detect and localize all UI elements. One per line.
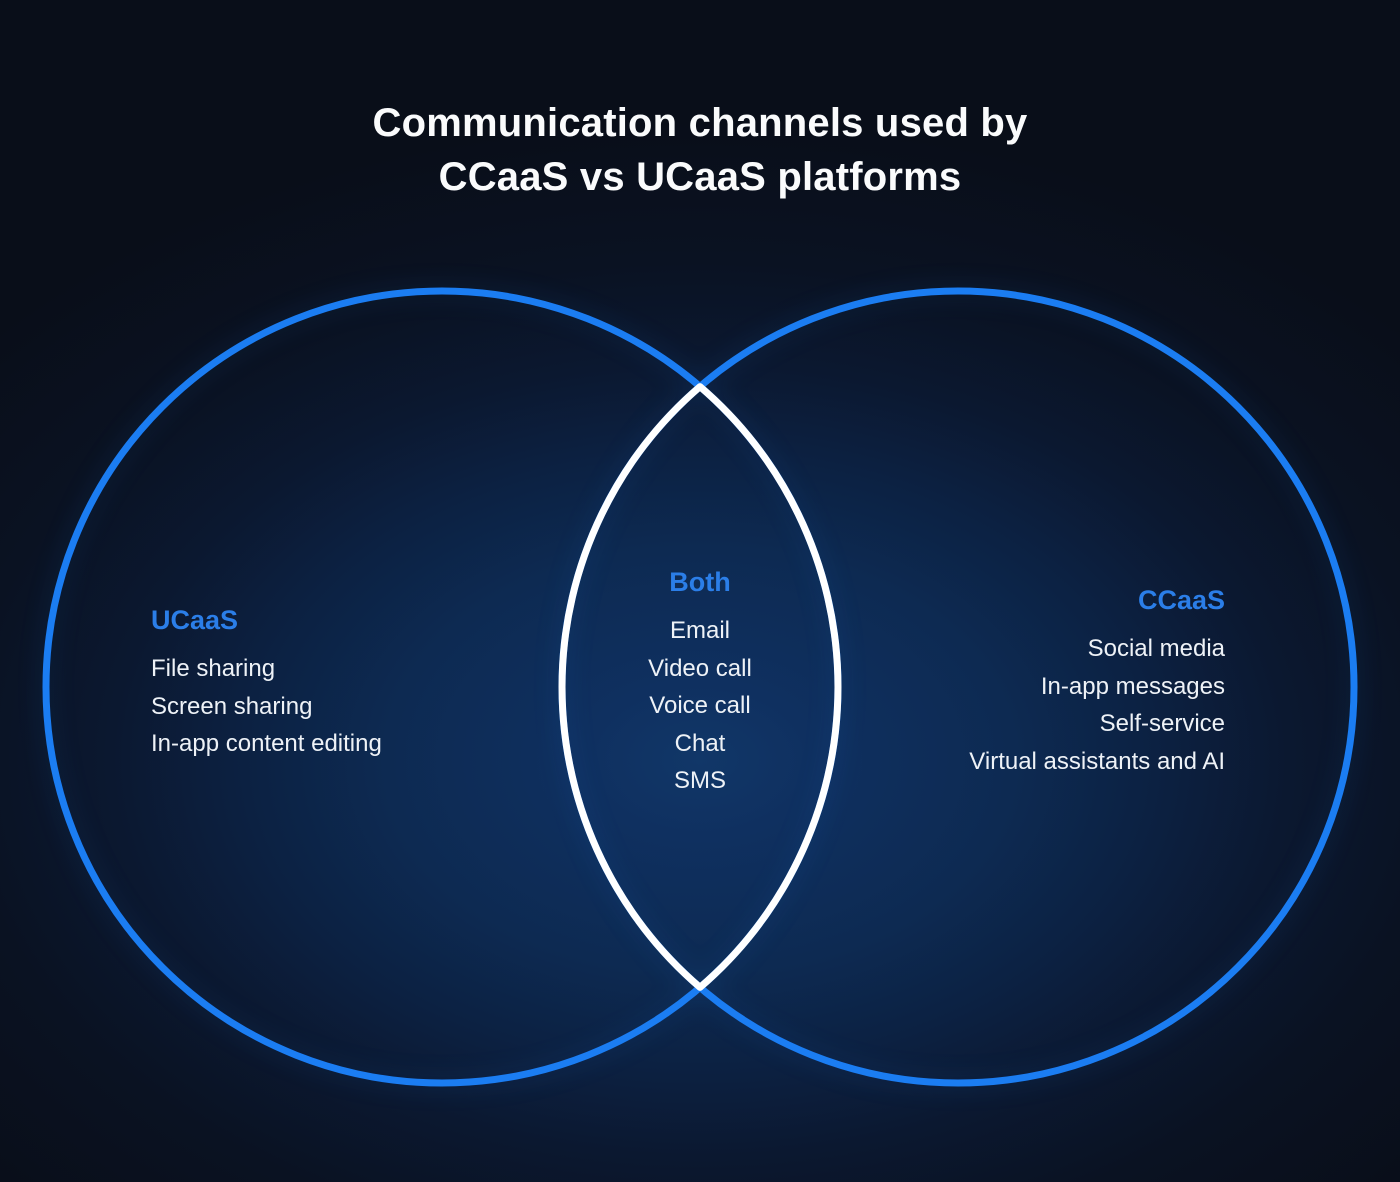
both-label: Both bbox=[669, 567, 731, 597]
list-item: SMS bbox=[673, 767, 727, 794]
ccaas-item-list: Social media In-app messages Self-servic… bbox=[969, 630, 1225, 780]
page-title-line-1: Communication channels used by bbox=[372, 101, 1028, 145]
list-item: File sharing bbox=[151, 655, 276, 682]
ccaas-group: CCaaS Social media In-app messages Self-… bbox=[969, 584, 1225, 780]
both-item-list: Email Video call Voice call Chat SMS bbox=[648, 612, 752, 800]
list-item: In-app content editing bbox=[151, 730, 382, 757]
list-item: Social media bbox=[1087, 635, 1225, 662]
list-item: Voice call bbox=[649, 692, 751, 719]
page-title-line-2: CCaaS vs UCaaS platforms bbox=[438, 155, 962, 199]
list-item: Video call bbox=[648, 654, 752, 682]
ucaas-group: UCaaS File sharing Screen sharing In-app… bbox=[151, 604, 382, 763]
list-item: In-app messages bbox=[1040, 672, 1225, 700]
list-item: Screen sharing bbox=[151, 692, 313, 720]
list-item: Self-service bbox=[1099, 710, 1225, 737]
both-group: Both Email Video call Voice call Chat SM… bbox=[648, 566, 752, 800]
list-item: Email bbox=[669, 617, 731, 644]
intersection-lens-outline bbox=[558, 383, 842, 991]
list-item: Chat bbox=[674, 729, 726, 757]
page-title: Communication channels used by CCaaS vs … bbox=[0, 96, 1400, 204]
ucaas-label: UCaaS bbox=[151, 605, 239, 635]
ccaas-label: CCaaS bbox=[1137, 585, 1225, 615]
list-item: Virtual assistants and AI bbox=[969, 747, 1225, 775]
ucaas-item-list: File sharing Screen sharing In-app conte… bbox=[151, 650, 382, 763]
